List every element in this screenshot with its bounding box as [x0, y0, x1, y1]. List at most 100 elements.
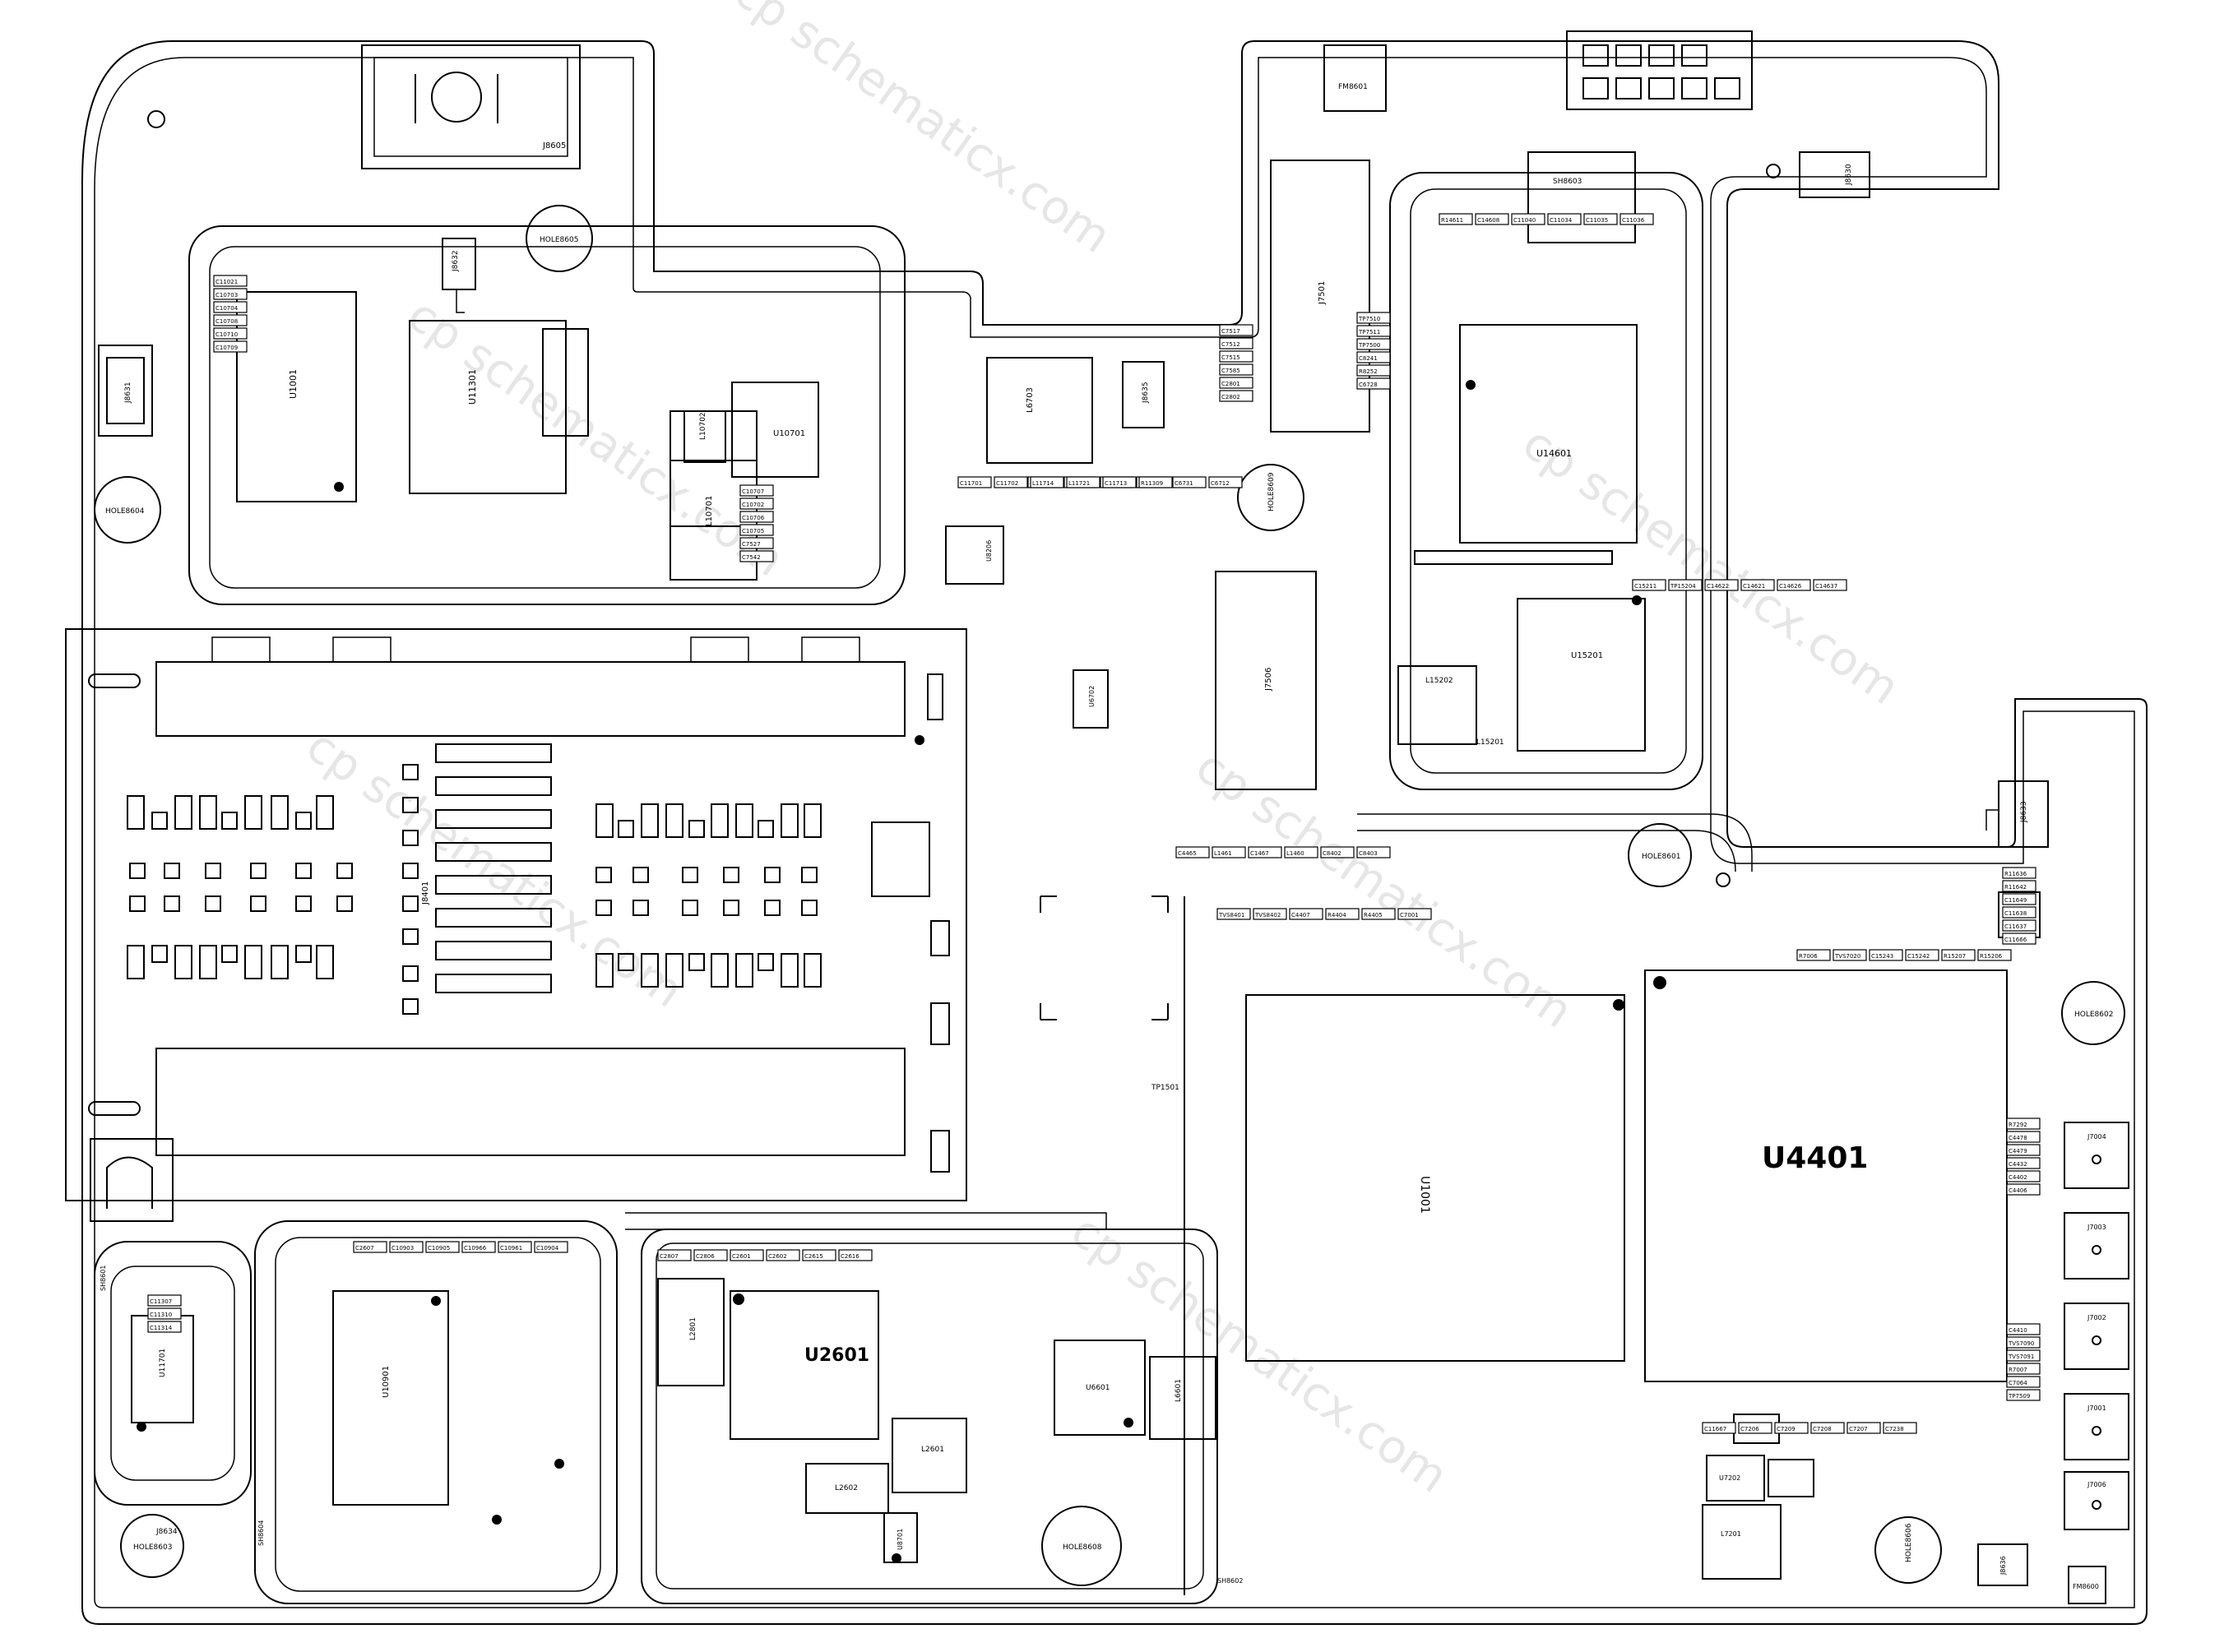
- component-pad: [1219, 377, 1253, 389]
- fiducial-FM8600: [2068, 1566, 2106, 1604]
- component-label: C11702: [996, 480, 1018, 487]
- chip-label: U7202: [1719, 1474, 1740, 1482]
- component-label: C2602: [768, 1253, 787, 1260]
- component-pad: [1356, 351, 1391, 363]
- pin1-dot: [1653, 976, 1666, 989]
- mount-circle: [147, 110, 165, 128]
- component-label: C7206: [1740, 1426, 1759, 1432]
- connector-lead: [1985, 809, 1999, 831]
- svg-text:J7002: J7002: [2087, 1314, 2106, 1321]
- component-pad: [147, 1307, 182, 1320]
- component-label: C7542: [742, 554, 761, 561]
- component-pad: [534, 1241, 568, 1253]
- shield-U2601: [641, 1229, 1218, 1604]
- sim-tab: [801, 636, 860, 663]
- component-label: C11314: [150, 1325, 173, 1331]
- connector-label: J8605: [542, 141, 566, 150]
- channel-line: [1357, 830, 1736, 872]
- component-label: R4405: [1364, 912, 1383, 919]
- shield-top-right: [1389, 172, 1703, 790]
- component-label: C10961: [500, 1245, 522, 1252]
- component-label: C10702: [742, 502, 764, 508]
- hole-label: HOLE8606: [1905, 1523, 1913, 1562]
- component-pad: [1030, 476, 1064, 488]
- component-label: C8403: [1359, 850, 1378, 857]
- component-pad: [1810, 1422, 1845, 1434]
- comp-label: L15201: [1476, 738, 1504, 747]
- capacitor-C7207: [1768, 1459, 1814, 1497]
- component-pad: [1905, 949, 1939, 961]
- component-label: R14611: [1441, 217, 1463, 224]
- component-pad: [1356, 312, 1391, 324]
- component-label: C4465: [1178, 850, 1197, 857]
- component-label: C7208: [1813, 1426, 1832, 1432]
- component-label: C4478: [2009, 1135, 2027, 1141]
- component-pad: [1219, 350, 1253, 363]
- sim-contact-bar-bottom: [155, 1048, 906, 1156]
- component-label: R8252: [1359, 368, 1378, 375]
- component-pad: [147, 1321, 182, 1333]
- fiducial-FM8601: [1323, 44, 1387, 112]
- component-label: R11642: [2004, 884, 2027, 891]
- component-pad: [2006, 1336, 2041, 1349]
- connector-J8634: [1122, 361, 1165, 428]
- component-label: C4406: [2009, 1187, 2027, 1194]
- component-pad: [353, 1241, 387, 1253]
- component-label: C7209: [1777, 1426, 1795, 1432]
- component-label: C7064: [2009, 1380, 2027, 1386]
- component-pad: [2002, 893, 2036, 905]
- hole-HOLE8601: [1628, 823, 1692, 887]
- component-label: C1467: [1250, 850, 1269, 857]
- inductor-L6703: [986, 357, 1093, 464]
- component-pad: [1397, 908, 1432, 920]
- connector-J8605-inner: [373, 57, 568, 157]
- component-label: R7292: [2009, 1122, 2027, 1128]
- connector-circle: [431, 72, 482, 123]
- component-label: C2607: [355, 1245, 374, 1252]
- component-label: L1461: [1214, 850, 1232, 857]
- component-pad: [1547, 213, 1582, 225]
- chip-label: U10701: [773, 429, 805, 438]
- component-label: C14637: [1815, 583, 1837, 590]
- component-pad: [1248, 846, 1282, 858]
- chip-label: U11701: [159, 1349, 167, 1377]
- shield-U2601-inner: [656, 1242, 1204, 1590]
- corner-mark: [1151, 1003, 1169, 1020]
- component-label: TVS7020: [1834, 953, 1860, 960]
- comp-label: TP1501: [1151, 1084, 1179, 1092]
- component-label: R7006: [1799, 953, 1818, 960]
- component-label: C7515: [1221, 354, 1240, 361]
- component-label: C11638: [2004, 910, 2027, 917]
- pin1-dot: [137, 1422, 146, 1432]
- component-label: C4402: [2009, 1174, 2027, 1181]
- chip-U11003: [236, 291, 357, 502]
- hole-label: HOLE8603: [133, 1543, 172, 1552]
- sim-slot: [88, 1101, 141, 1116]
- component-pad: [693, 1249, 728, 1261]
- component-pad: [1356, 377, 1391, 390]
- component-pad: [461, 1241, 496, 1253]
- chip-label: U15201: [1571, 651, 1603, 660]
- component-label: C10903: [392, 1245, 414, 1252]
- component-label: C7517: [1221, 328, 1240, 335]
- component-label: C4410: [2009, 1327, 2027, 1334]
- component-pad: [2006, 1118, 2041, 1130]
- inductor-L15202: [1397, 665, 1477, 745]
- svg-text:cp schematicx.com: cp schematicx.com: [398, 288, 794, 587]
- component-pad: [2006, 1131, 2041, 1143]
- component-label: C11666: [2004, 937, 2027, 943]
- shield-top-left: [188, 225, 906, 605]
- component-pad: [739, 524, 774, 536]
- chip-label: U8206: [985, 540, 993, 562]
- connector-J8635-inner: [106, 357, 145, 424]
- component-pad: [1320, 846, 1355, 858]
- pin1-dot: [492, 1515, 502, 1525]
- component-label: C15211: [1634, 583, 1656, 590]
- comp-label: L10701: [705, 496, 714, 526]
- component-label: C10966: [464, 1245, 487, 1252]
- hole-label: HOLE8604: [105, 507, 145, 516]
- component-pad: [2002, 932, 2036, 945]
- component-pad: [1740, 579, 1775, 591]
- comp-label: L6601: [1175, 1379, 1183, 1402]
- component-pad: [1704, 579, 1739, 591]
